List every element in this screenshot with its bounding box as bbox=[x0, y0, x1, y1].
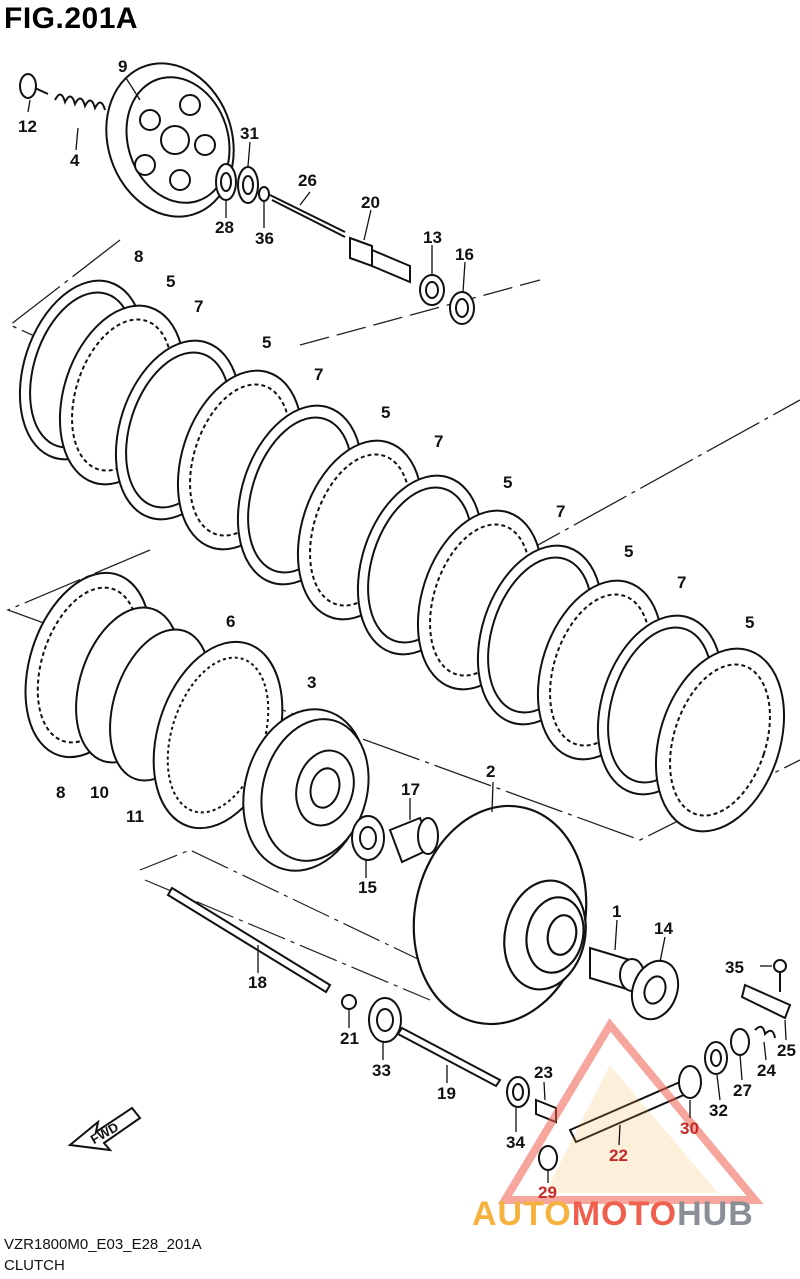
callout-21: 21 bbox=[340, 1029, 359, 1048]
callout-23: 23 bbox=[534, 1063, 553, 1082]
watermark-wordmark: AUTOMOTOHUB bbox=[472, 1195, 754, 1234]
upper-plate-stack bbox=[18, 279, 786, 833]
callout-13: 13 bbox=[423, 228, 442, 247]
callout-20: 20 bbox=[361, 193, 380, 212]
bolt-35 bbox=[773, 959, 787, 992]
callout-19: 19 bbox=[437, 1084, 456, 1103]
watermark-hub: HUB bbox=[677, 1195, 754, 1233]
callout-2: 2 bbox=[486, 762, 495, 781]
bearing-30 bbox=[678, 1065, 702, 1099]
ball-21 bbox=[341, 994, 357, 1010]
figure-code: VZR1800M0_E03_E28_201A bbox=[4, 1236, 202, 1253]
lower-plates bbox=[24, 571, 284, 830]
callout-25: 25 bbox=[777, 1041, 796, 1060]
callout-35: 35 bbox=[725, 958, 744, 977]
callout-26: 26 bbox=[298, 171, 317, 190]
callout-14: 14 bbox=[654, 919, 673, 938]
callout-31: 31 bbox=[240, 124, 259, 143]
callout-24: 24 bbox=[757, 1061, 776, 1080]
callout-7-c: 7 bbox=[434, 432, 443, 451]
callout-11: 11 bbox=[126, 807, 144, 826]
callout-5-c: 5 bbox=[381, 403, 390, 422]
callout-10: 10 bbox=[90, 783, 109, 802]
watermark-auto: AUTO bbox=[472, 1195, 572, 1233]
callout-7-d: 7 bbox=[556, 502, 565, 521]
callout-7-b: 7 bbox=[314, 365, 323, 384]
bearing-31 bbox=[237, 166, 259, 204]
pushrod-18 bbox=[166, 886, 332, 994]
needle-bearing-17 bbox=[388, 816, 439, 864]
clutch-hub-3 bbox=[242, 708, 370, 872]
callout-15: 15 bbox=[358, 878, 377, 897]
callout-27: 27 bbox=[733, 1081, 752, 1100]
fwd-arrow: FWD bbox=[67, 1106, 142, 1152]
callout-8-bottom: 8 bbox=[56, 783, 65, 802]
washer-14 bbox=[630, 959, 680, 1021]
bolt-12 bbox=[19, 73, 49, 99]
spring-4 bbox=[54, 93, 106, 111]
clutch-housing-2 bbox=[412, 804, 588, 1026]
callout-17: 17 bbox=[401, 780, 420, 799]
callout-18: 18 bbox=[248, 973, 267, 992]
nut-36 bbox=[258, 186, 270, 202]
callout-1: 1 bbox=[612, 902, 621, 921]
callout-36: 36 bbox=[255, 229, 274, 248]
spring-24 bbox=[754, 1025, 776, 1039]
callout-5-a: 5 bbox=[166, 272, 175, 291]
rod-19 bbox=[396, 1026, 502, 1088]
callout-30: 30 bbox=[680, 1119, 699, 1138]
callout-5-d: 5 bbox=[503, 473, 512, 492]
callout-34: 34 bbox=[506, 1133, 525, 1152]
callout-32: 32 bbox=[709, 1101, 728, 1120]
callout-5-f: 5 bbox=[745, 613, 754, 632]
piece-20 bbox=[349, 236, 411, 284]
leader-lines bbox=[27, 77, 787, 1183]
callout-12: 12 bbox=[18, 117, 37, 136]
lever-25 bbox=[740, 983, 792, 1020]
seal-34 bbox=[506, 1076, 530, 1108]
rod-26 bbox=[269, 194, 346, 238]
callout-5-e: 5 bbox=[624, 542, 633, 561]
callout-7-e: 7 bbox=[677, 573, 686, 592]
bearing-33 bbox=[368, 997, 402, 1043]
washer-28 bbox=[215, 163, 237, 201]
callout-16: 16 bbox=[455, 245, 474, 264]
nut-13 bbox=[419, 274, 445, 306]
callout-28: 28 bbox=[215, 218, 234, 237]
callout-22: 22 bbox=[609, 1146, 628, 1165]
washer-16 bbox=[449, 291, 475, 325]
piece-29 bbox=[538, 1145, 558, 1171]
watermark-moto: MOTO bbox=[571, 1195, 678, 1233]
shaft-frame bbox=[139, 849, 431, 1001]
figure-name: CLUTCH bbox=[4, 1257, 65, 1274]
callout-8-top: 8 bbox=[134, 247, 143, 266]
watermark-logo bbox=[497, 1018, 764, 1204]
callout-6: 6 bbox=[226, 612, 235, 631]
callout-29: 29 bbox=[538, 1183, 557, 1202]
callout-4: 4 bbox=[70, 151, 80, 170]
callout-5-b: 5 bbox=[262, 333, 271, 352]
figure-title: FIG.201A bbox=[4, 2, 139, 35]
callout-3: 3 bbox=[307, 673, 316, 692]
seal-32 bbox=[704, 1041, 728, 1075]
callout-33: 33 bbox=[372, 1061, 391, 1080]
callout-7-a: 7 bbox=[194, 297, 203, 316]
washer-27 bbox=[730, 1028, 750, 1056]
callouts: 9 12 4 31 28 36 26 20 13 16 8 5 7 5 7 5 … bbox=[18, 57, 796, 1202]
washer-15 bbox=[351, 815, 385, 861]
pressure-plate bbox=[105, 62, 235, 218]
sleeve-1 bbox=[589, 946, 645, 992]
callout-9: 9 bbox=[118, 57, 127, 76]
